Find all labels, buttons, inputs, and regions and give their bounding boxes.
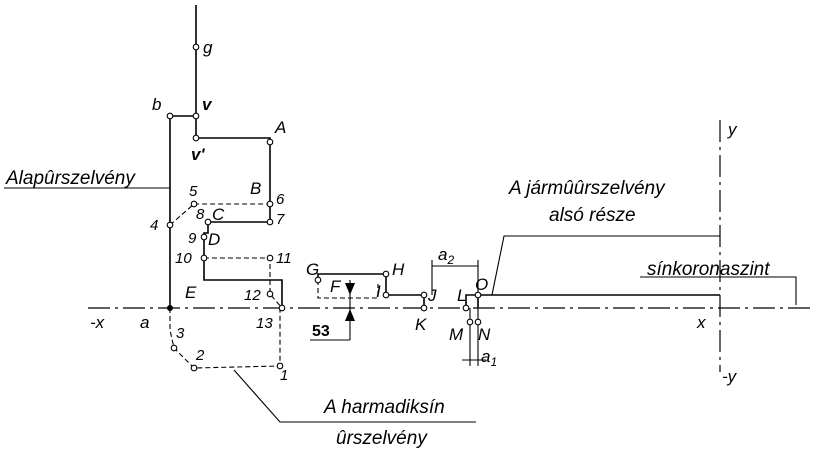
third-rail-profile	[169, 308, 281, 369]
label-I: I	[376, 282, 381, 301]
label-J: J	[427, 286, 437, 305]
third-rail-leader	[233, 369, 476, 423]
point-5	[190, 200, 198, 208]
label-point-12: 12	[244, 287, 261, 304]
point-1	[276, 362, 284, 370]
point-7	[266, 218, 274, 226]
point-F	[314, 276, 322, 284]
point-12	[266, 290, 274, 298]
point-I	[382, 291, 390, 299]
point-A	[266, 138, 274, 146]
label-v-prime: v'	[191, 145, 205, 164]
point-4	[166, 221, 174, 229]
label-point-11: 11	[276, 250, 292, 267]
point-H	[382, 270, 390, 278]
point-10	[200, 254, 208, 262]
point-9	[200, 233, 208, 241]
caption-third-rail-line1: A harmadiksín	[323, 397, 445, 418]
point-K	[420, 304, 428, 312]
point-8	[204, 218, 212, 226]
point-v-prime	[192, 134, 200, 142]
label-point-7: 7	[276, 211, 285, 228]
label-point-1: 1	[280, 367, 288, 384]
point-J	[420, 291, 428, 299]
label-point-13: 13	[256, 315, 273, 332]
dashed-4-5-6	[169, 203, 270, 226]
base-profile-upper-box	[195, 116, 283, 308]
label-F: F	[330, 277, 342, 296]
label-y: y	[727, 120, 738, 139]
point-6	[266, 200, 274, 208]
caption-base-profile: Alapûrszelvény	[5, 168, 136, 189]
label-neg-y: -y	[722, 367, 738, 386]
rail-level-leader	[640, 276, 797, 305]
dimension-53-arrow-down	[345, 283, 355, 295]
label-K: K	[415, 315, 427, 334]
label-D: D	[208, 230, 220, 249]
label-L: L	[457, 286, 466, 305]
point-13	[278, 304, 286, 312]
label-B: B	[250, 179, 261, 198]
profile-points	[166, 43, 482, 372]
label-x: x	[696, 313, 706, 332]
label-point-2: 2	[195, 347, 205, 364]
point-L	[462, 304, 470, 312]
label-H: H	[392, 260, 405, 279]
dashed-F-box	[317, 280, 379, 299]
label-dimension-53: 53	[312, 323, 330, 340]
label-O: O	[475, 275, 488, 294]
dimension-53-arrow-up	[345, 309, 355, 321]
label-G: G	[306, 260, 319, 279]
point-b	[166, 112, 174, 120]
label-C: C	[212, 205, 225, 224]
caption-vehicle-profile-line1: A jármûûrszelvény	[508, 178, 666, 199]
point-N	[474, 318, 482, 326]
label-A: A	[274, 118, 286, 137]
label-a2: a2	[438, 245, 454, 267]
point-3	[170, 344, 178, 352]
label-b: b	[152, 95, 161, 114]
point-O	[474, 291, 482, 299]
point-11	[266, 254, 274, 262]
point-g	[192, 43, 200, 51]
label-v: v	[202, 95, 213, 114]
caption-third-rail-line2: ûrszelvény	[336, 428, 428, 449]
label-M: M	[449, 325, 464, 344]
label-point-9: 9	[188, 230, 197, 247]
label-point-6: 6	[276, 191, 285, 208]
point-v	[192, 112, 200, 120]
label-neg-x: -x	[90, 313, 105, 332]
label-point-10: 10	[175, 250, 192, 267]
label-point-4: 4	[150, 217, 158, 234]
label-E: E	[185, 283, 197, 302]
dashed-10-11-12	[204, 257, 283, 309]
label-point-5: 5	[189, 183, 198, 200]
base-profile-outline	[169, 5, 197, 308]
point-M	[466, 318, 474, 326]
caption-vehicle-profile-line2: alsó része	[549, 205, 636, 226]
label-g: g	[203, 38, 213, 57]
label-a: a	[140, 313, 149, 332]
label-a1: a1	[481, 347, 497, 369]
caption-rail-level: sínkoronaszint	[647, 259, 770, 280]
label-point-8: 8	[196, 206, 205, 223]
point-a	[167, 305, 173, 311]
label-N: N	[478, 325, 491, 344]
rail-step-L-O	[465, 294, 479, 308]
point-2	[190, 364, 198, 372]
label-point-3: 3	[176, 325, 185, 342]
vehicle-profile-leader	[491, 235, 720, 296]
